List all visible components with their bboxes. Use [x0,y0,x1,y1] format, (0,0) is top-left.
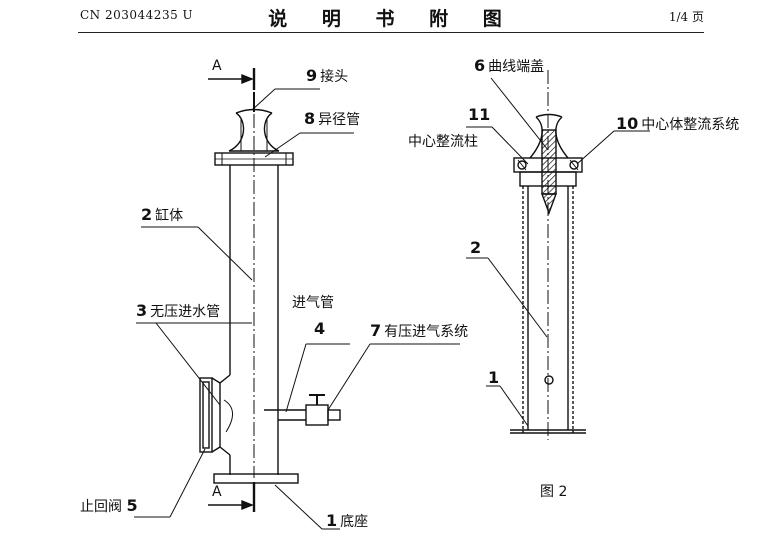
section-arrow-bottom [208,482,256,512]
patent-number: CN 203044235 U [80,8,194,22]
section-label-top: A [212,58,222,74]
base-1 [213,473,299,484]
figure-2-caption: 图 2 [540,484,568,500]
base-fig2 [510,429,586,434]
label-check-valve-5: 止回阀 5 [80,496,138,515]
air-pipe-4 [264,394,341,426]
header-rule [78,32,704,33]
section-label-bottom: A [212,484,222,500]
flange-8 [214,152,294,166]
figure-2 [466,70,650,440]
label-fig2-2: 2 [470,238,482,257]
label-air-pipe-name: 进气管 [292,295,334,311]
figure-1 [134,68,460,530]
section-arrow-top [208,68,256,90]
check-valve-5 [199,377,221,453]
end-cap-6 [529,113,569,216]
inlet-pipe-3 [219,374,233,456]
label-center-column-11-num: 11 [468,105,491,124]
page-title: 说 明 书 附 图 [268,8,516,30]
cylinder-fig2 [522,186,574,430]
leader-lines-fig1 [134,88,460,530]
label-fig2-1: 1 [488,368,500,387]
cylinder-2 [229,165,279,475]
label-center-column-11: 中心整流柱 [408,134,478,150]
page-number: 1/4 页 [668,10,704,24]
label-air-pipe-4: 4 [314,319,326,338]
flange-fig2 [513,157,583,187]
leader-lines-fig2 [466,77,650,427]
